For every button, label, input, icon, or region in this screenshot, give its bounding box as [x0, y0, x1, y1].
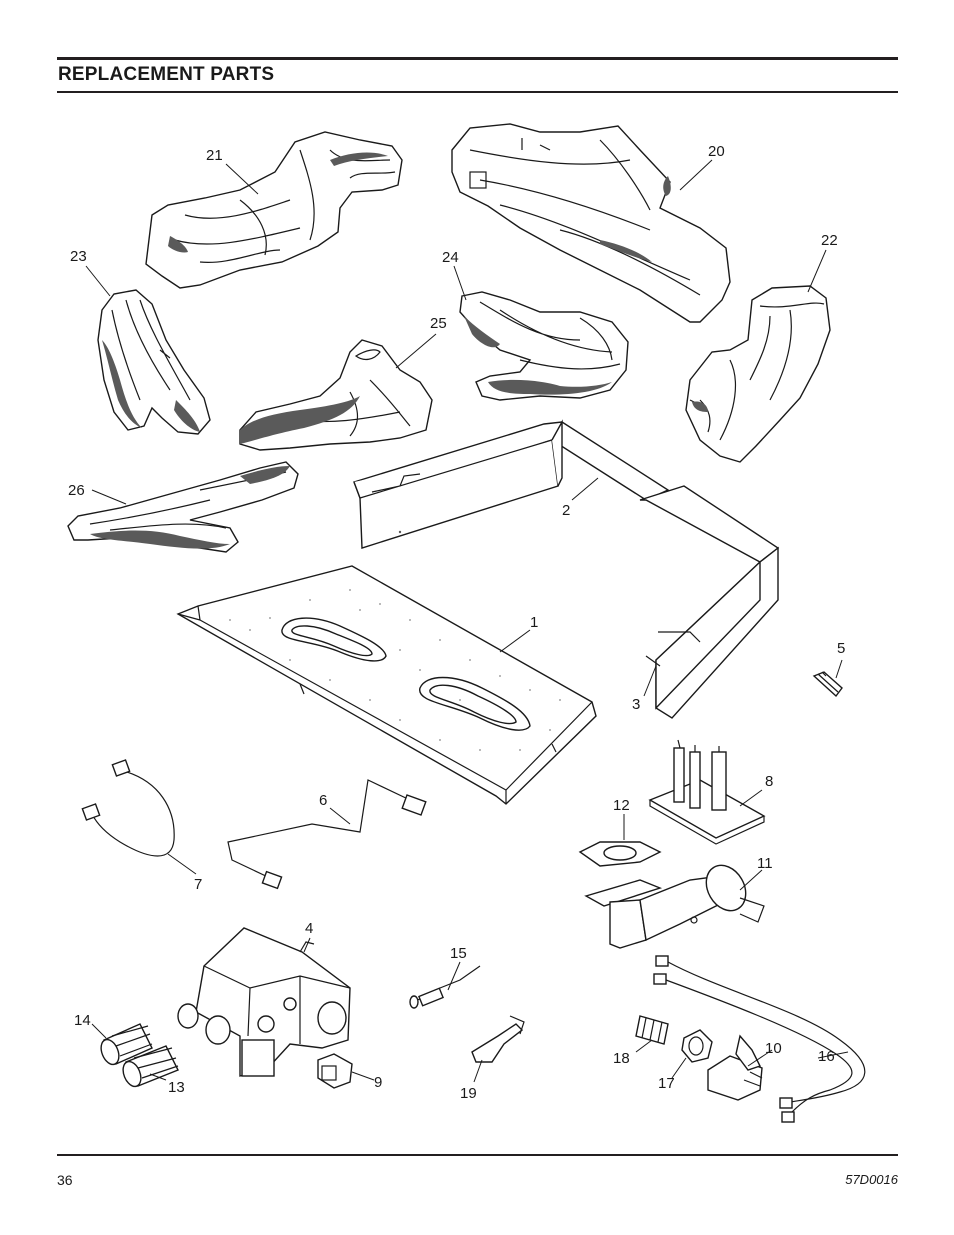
burner-port-lower — [419, 676, 531, 731]
callout-26: 26 — [68, 482, 85, 499]
callout-13: 13 — [168, 1079, 185, 1096]
callout-numbers: 21 20 22 23 24 25 26 2 1 3 5 6 7 8 12 11… — [68, 143, 845, 1102]
callout-22: 22 — [821, 232, 838, 249]
wire-harness-16 — [653, 955, 866, 1123]
gasket-12 — [578, 841, 662, 867]
callout-11: 11 — [757, 855, 773, 872]
log-26 — [67, 461, 299, 553]
callout-16: 16 — [818, 1048, 835, 1065]
switch-9 — [317, 1053, 353, 1089]
leader-lines — [85, 159, 849, 1083]
pilot-assembly-8 — [648, 739, 766, 845]
callout-1: 1 — [530, 614, 538, 631]
surround-channel-2 — [353, 419, 780, 719]
callout-10: 10 — [765, 1040, 782, 1057]
callout-21: 21 — [206, 147, 223, 164]
knob-13 — [122, 1045, 179, 1088]
callout-18: 18 — [613, 1050, 630, 1067]
callout-25: 25 — [430, 315, 447, 332]
callout-4: 4 — [305, 920, 313, 937]
top-rule — [57, 57, 898, 60]
callout-19: 19 — [460, 1085, 477, 1102]
burner-port-upper — [281, 617, 387, 662]
callout-3: 3 — [632, 696, 640, 713]
ember-texture — [229, 589, 561, 751]
log-25 — [239, 339, 433, 451]
callout-12: 12 — [613, 797, 630, 814]
burner-pan-1 — [176, 565, 597, 805]
nut-17 — [681, 1029, 713, 1063]
callout-15: 15 — [450, 945, 467, 962]
callout-7: 7 — [194, 876, 202, 893]
header-rule — [57, 91, 898, 93]
callout-6: 6 — [319, 792, 327, 809]
callout-9: 9 — [374, 1074, 382, 1091]
pilot-tube-6 — [227, 779, 427, 890]
burner-tube-11 — [584, 864, 765, 949]
callout-8: 8 — [765, 773, 773, 790]
document-code: 57D0016 — [845, 1172, 898, 1187]
bracket-19 — [471, 1015, 525, 1063]
section-title: REPLACEMENT PARTS — [58, 64, 275, 85]
callout-5: 5 — [837, 640, 845, 657]
fitting-5 — [812, 671, 843, 698]
thermocouple-15 — [409, 965, 481, 1009]
page-number: 36 — [57, 1172, 73, 1188]
callout-24: 24 — [442, 249, 459, 266]
callout-20: 20 — [708, 143, 725, 160]
log-23 — [97, 289, 211, 435]
callout-2: 2 — [562, 502, 570, 519]
knob-14 — [100, 1023, 153, 1066]
gas-valve-4 — [177, 927, 351, 1077]
log-21 — [145, 131, 403, 289]
footer-rule — [57, 1154, 898, 1156]
log-20 — [451, 123, 731, 323]
nipple-18 — [635, 1015, 669, 1045]
log-22 — [685, 285, 831, 463]
flex-line-7 — [81, 759, 175, 857]
callout-14: 14 — [74, 1012, 91, 1029]
log-24 — [459, 291, 629, 401]
tee-10 — [707, 1034, 763, 1101]
callout-23: 23 — [70, 248, 87, 265]
callout-17: 17 — [658, 1075, 675, 1092]
